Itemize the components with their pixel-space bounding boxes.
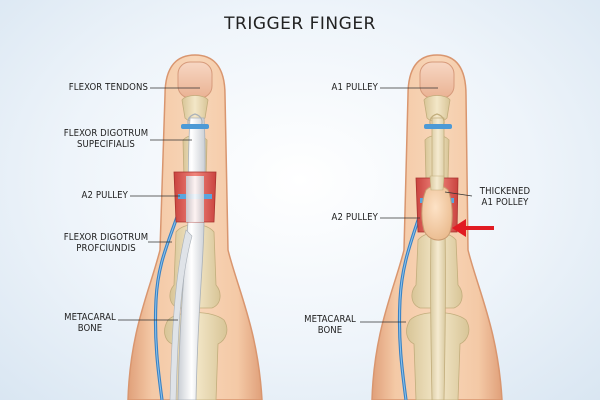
label-flexor-tendons: FLEXOR TENDONS (68, 82, 148, 93)
thickened-pulley-arrow (452, 219, 494, 237)
label-a2-pulley-right: A2 PULLEY (331, 212, 378, 223)
left-small-band (181, 124, 209, 129)
right-flexor-tendon (430, 117, 446, 400)
label-flexor-digitorum-profundus: FLEXOR DIGOTRUM PROFCIUNDIS (63, 232, 149, 254)
right-finger-illustration (371, 54, 503, 400)
label-metacarpal-bone-right: METACARAL BONE (304, 314, 356, 336)
thickened-a1-pulley-nodule (421, 185, 453, 241)
label-metacarpal-bone-left: METACARAL BONE (64, 312, 116, 334)
label-a1-pulley: A1 PULLEY (331, 82, 378, 93)
right-fingernail (419, 61, 455, 99)
left-fingernail (177, 61, 213, 99)
label-a2-pulley-left: A2 PULLEY (81, 190, 128, 201)
label-flexor-digitorum-superficialis: FLEXOR DIGOTRUM SUPECIFIALIS (63, 128, 149, 150)
left-finger-illustration (127, 54, 263, 400)
leader-lines (118, 87, 473, 323)
diagram-title: TRIGGER FINGER (224, 14, 376, 34)
label-thickened-a1-pulley: THICKENED A1 POLLEY (479, 186, 531, 208)
